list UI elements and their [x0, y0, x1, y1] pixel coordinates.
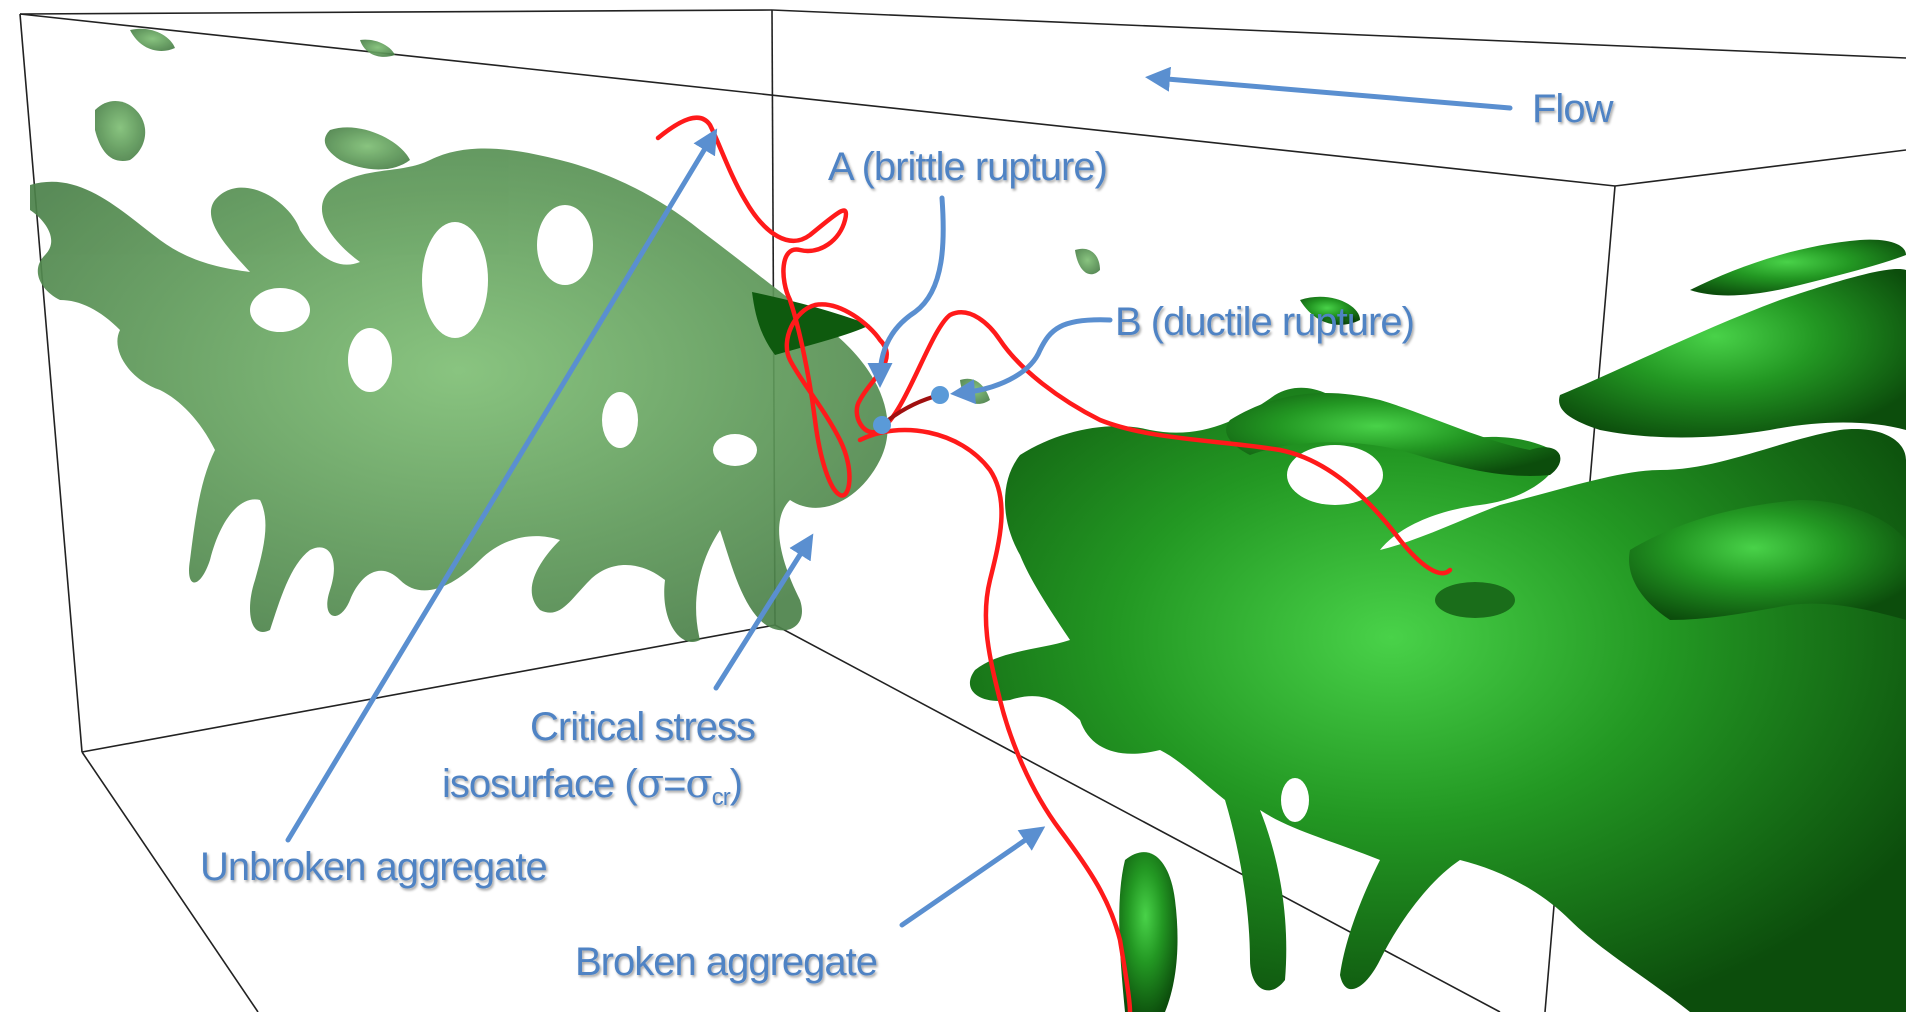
- arrow-b: [960, 320, 1110, 393]
- critical-sigma-cr: σ: [685, 761, 712, 807]
- point-b-label: B (ductile rupture): [1115, 300, 1414, 344]
- flow-arrow: [1155, 78, 1510, 108]
- point-b-marker: [931, 386, 949, 404]
- critical-stress-label-line2: isosurface (σ=σcr): [442, 761, 742, 811]
- flow-label: Flow: [1532, 87, 1614, 131]
- critical-prefix: isosurface (: [442, 762, 638, 806]
- unbroken-aggregate-label: Unbroken aggregate: [200, 845, 547, 889]
- isosurface-near: [970, 240, 1906, 1012]
- critical-subscript: cr: [712, 784, 731, 811]
- point-a-marker: [873, 416, 891, 434]
- critical-sigma: σ: [637, 761, 664, 807]
- broken-aggregate-label: Broken aggregate: [575, 940, 877, 984]
- aggregate-trace-dark-link: [882, 395, 940, 425]
- point-a-label: A (brittle rupture): [828, 145, 1107, 189]
- critical-stress-label-line1: Critical stress: [530, 705, 755, 749]
- critical-suffix: ): [730, 762, 742, 806]
- arrow-broken: [902, 832, 1037, 925]
- critical-equals: =: [663, 762, 685, 806]
- arrow-a: [880, 198, 943, 378]
